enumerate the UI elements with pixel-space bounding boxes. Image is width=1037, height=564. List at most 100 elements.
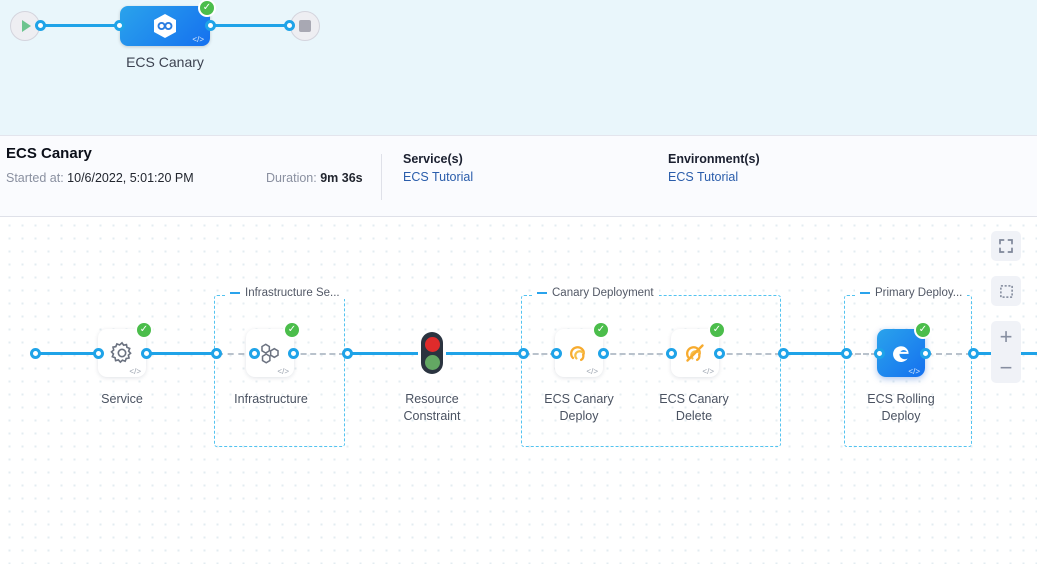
started-at-label: Started at [6, 171, 61, 185]
services-header: Service(s) [403, 152, 463, 166]
environments-column: Environment(s) ECS Tutorial [668, 152, 760, 184]
pipeline-hexagon-icon [154, 14, 176, 38]
node-label-line1: ECS Rolling [867, 392, 935, 406]
node-label-ecs-canary-delete: ECS Canary Delete [629, 391, 759, 425]
collapse-icon [230, 292, 240, 294]
node-ecs-canary-deploy[interactable]: ✓ </> [555, 321, 610, 377]
group-label-text: Canary Deployment [552, 287, 654, 299]
service-out-port [141, 348, 152, 359]
infrastructure-in-port [249, 348, 260, 359]
stop-icon [299, 20, 311, 32]
edge-service-to-infra-group [147, 352, 217, 355]
node-label-line1: Resource [405, 392, 459, 406]
minimap-stage-out-port [205, 20, 216, 31]
minimap-end-node[interactable] [290, 11, 320, 41]
success-check-icon: ✓ [592, 321, 610, 339]
node-label-infrastructure: Infrastructure [234, 392, 308, 406]
environments-header: Environment(s) [668, 152, 760, 166]
started-at-field: Started at: 10/6/2022, 5:01:20 PM [6, 171, 194, 185]
node-label-resource-constraint: Resource Constraint [367, 391, 497, 425]
info-divider [381, 154, 382, 200]
node-label-line1: ECS Canary [659, 392, 729, 406]
code-tag-icon: </> [129, 367, 141, 376]
code-tag-icon: </> [586, 367, 598, 376]
edge-primary-group-out [926, 353, 972, 355]
infra-group-in-port [211, 348, 222, 359]
edge-infra-group-in [217, 353, 255, 355]
minimap-start-port [35, 20, 46, 31]
canary-deploy-in-port [551, 348, 562, 359]
services-column: Service(s) ECS Tutorial [403, 152, 473, 184]
traffic-light-icon [421, 332, 443, 374]
duration-value: 9m 36s [320, 171, 363, 185]
edge-start-to-service [33, 352, 101, 355]
node-ecs-canary-delete[interactable]: ✓ </> [671, 321, 726, 377]
node-label-ecs-rolling-deploy: ECS Rolling Deploy [836, 391, 966, 425]
minimap-stage-label: ECS Canary [126, 54, 204, 70]
group-label-text: Primary Deploy... [875, 287, 963, 299]
canary-delete-in-port [666, 348, 677, 359]
node-resource-constraint[interactable] [408, 329, 456, 377]
canary-bird-icon [570, 346, 585, 362]
edge-infra-to-resource [345, 352, 418, 355]
group-label-infrastructure[interactable]: Infrastructure Se... [225, 287, 345, 299]
start-out-port [30, 348, 41, 359]
zoom-out-button[interactable]: − [999, 354, 1013, 380]
minimap-stage-ecs-canary[interactable]: ✓ </> [120, 0, 216, 46]
edge-resource-to-canary-group [446, 352, 524, 355]
canary-group-out-port [778, 348, 789, 359]
group-label-text: Infrastructure Se... [245, 287, 340, 299]
duration-label: Duration [266, 171, 314, 185]
execution-info-bar: ECS Canary Started at: 10/6/2022, 5:01:2… [0, 135, 1037, 217]
minimap-edge-start-to-stage [38, 24, 124, 27]
duration-field: Duration: 9m 36s [266, 171, 363, 185]
fullscreen-button[interactable] [991, 231, 1021, 261]
infra-group-out-port [342, 348, 353, 359]
edge-infra-group-out [291, 353, 345, 355]
started-at-value: 10/6/2022, 5:01:20 PM [67, 171, 194, 185]
pipeline-canvas[interactable]: Infrastructure Se... Canary Deployment P… [0, 217, 1037, 564]
success-check-icon: ✓ [283, 321, 301, 339]
group-label-primary[interactable]: Primary Deploy... [855, 287, 968, 299]
node-label-line2: Delete [675, 409, 713, 423]
group-label-canary[interactable]: Canary Deployment [532, 287, 659, 299]
services-link[interactable]: ECS Tutorial [403, 170, 474, 184]
edge-canary-group-in [524, 353, 556, 355]
code-tag-icon: </> [702, 367, 714, 376]
code-tag-icon: </> [192, 35, 204, 44]
collapse-icon [537, 292, 547, 294]
node-label-line2: Deploy [559, 409, 599, 423]
primary-group-in-port [841, 348, 852, 359]
ecs-rolling-icon [892, 345, 909, 362]
infrastructure-out-port [288, 348, 299, 359]
rolling-deploy-out-port [920, 348, 931, 359]
success-check-icon: ✓ [914, 321, 932, 339]
success-check-icon: ✓ [708, 321, 726, 339]
minimap-end-port [284, 20, 295, 31]
success-check-icon: ✓ [135, 321, 153, 339]
canary-bird-delete-icon [686, 344, 704, 362]
node-service[interactable]: ✓ </> [98, 321, 153, 377]
zoom-in-button[interactable]: + [999, 323, 1013, 349]
edge-primary-group-in [847, 353, 877, 355]
gear-icon [110, 341, 132, 364]
node-label-line2: Constraint [403, 409, 461, 423]
canary-delete-out-port [714, 348, 725, 359]
code-tag-icon: </> [277, 367, 289, 376]
zoom-controls[interactable]: + − [991, 321, 1021, 383]
selection-box-icon [999, 284, 1013, 298]
minimap-stage-in-port [114, 20, 125, 31]
pipeline-minimap-strip: ✓ </> ECS Canary [0, 0, 1037, 135]
minimap-edge-stage-to-end [206, 24, 292, 27]
code-tag-icon: </> [908, 367, 920, 376]
play-icon [22, 20, 31, 32]
hexagon-cluster-icon [261, 343, 279, 364]
selection-box-button[interactable] [991, 276, 1021, 306]
node-label-service: Service [101, 392, 143, 406]
node-ecs-rolling-deploy[interactable]: ✓ </> [877, 321, 932, 377]
environments-link[interactable]: ECS Tutorial [668, 170, 739, 184]
primary-group-out-port [968, 348, 979, 359]
fullscreen-icon [999, 239, 1013, 253]
edge-canary-deploy-to-delete [601, 353, 672, 355]
canary-deploy-out-port [598, 348, 609, 359]
